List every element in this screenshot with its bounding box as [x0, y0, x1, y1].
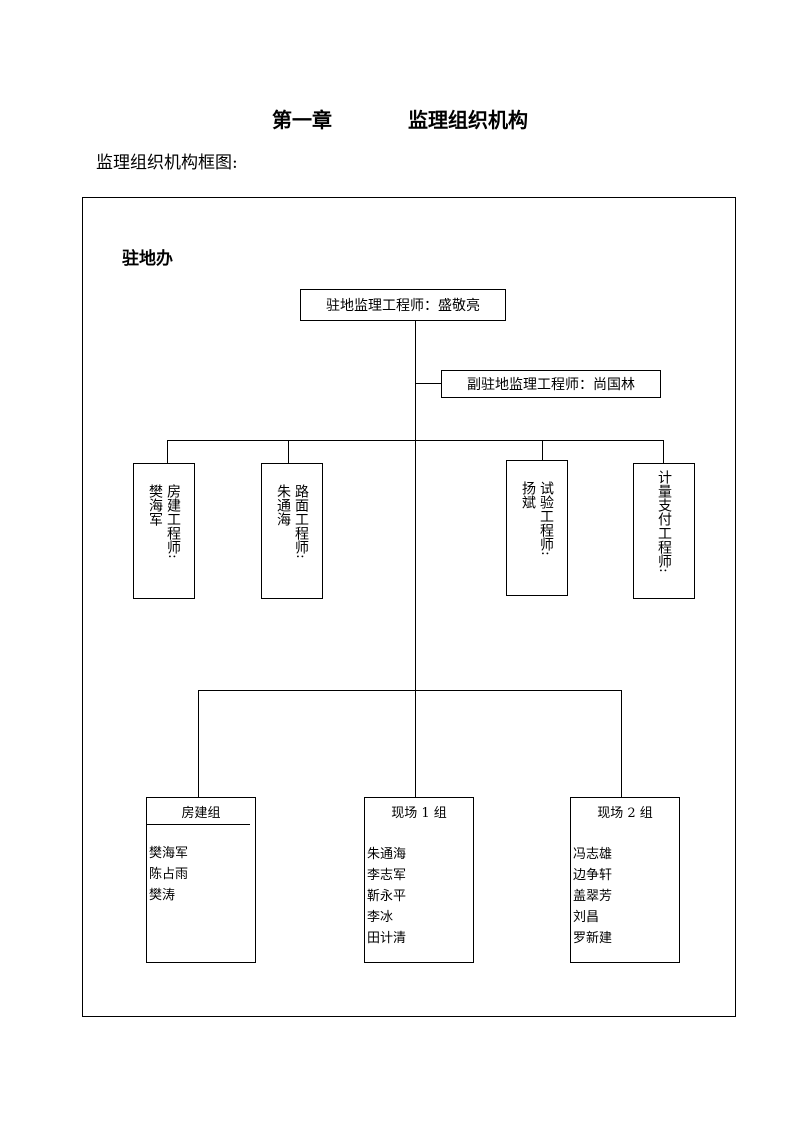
group-members: 朱通海 李志军 靳永平 李冰 田计清: [365, 824, 473, 949]
member: 罗新建: [573, 931, 613, 946]
member: 李志军: [367, 868, 407, 883]
group-box-building: 房建组 樊海军 陈占雨 樊涛: [146, 797, 256, 963]
engineer-role: 房建工程师:: [165, 484, 181, 559]
office-label: 驻地办: [122, 249, 173, 269]
eng-drop-3: [542, 440, 543, 460]
engineer-role: 计量支付工程师:: [656, 470, 672, 573]
member: 樊涛: [149, 888, 176, 903]
deputy-engineer-box: 副驻地监理工程师：尚国林: [441, 370, 661, 398]
group-members: 樊海军 陈占雨 樊涛: [147, 825, 255, 906]
group-drop-1: [198, 690, 199, 798]
engineer-box-pavement: 路面工程师: 朱通海: [261, 463, 323, 599]
chief-engineer-label: 驻地监理工程师：盛敬亮: [326, 298, 480, 314]
group-title: 房建组: [181, 805, 221, 821]
groups-bus-line: [198, 690, 622, 691]
group-title: 现场 1 组: [391, 805, 447, 821]
eng-drop-2: [288, 440, 289, 463]
member: 刘昌: [573, 910, 600, 925]
chief-engineer-box: 驻地监理工程师：盛敬亮: [300, 289, 506, 321]
diagram-caption: 监理组织机构框图:: [96, 153, 238, 173]
member: 田计清: [367, 931, 407, 946]
member: 朱通海: [367, 847, 407, 862]
group-box-site-2: 现场 2 组 冯志雄 边争轩 盖翠芳 刘昌 罗新建: [570, 797, 680, 963]
engineer-name: 樊海军: [147, 484, 163, 526]
group-box-site-1: 现场 1 组 朱通海 李志军 靳永平 李冰 田计清: [364, 797, 474, 963]
engineer-name: 扬斌: [520, 481, 536, 509]
engineer-box-building: 房建工程师: 樊海军: [133, 463, 195, 599]
group-drop-3: [621, 690, 622, 798]
group-title: 现场 2 组: [597, 805, 653, 821]
engineers-bus-line: [167, 440, 664, 441]
deputy-branch-line: [415, 383, 442, 384]
org-chart-frame: [82, 197, 736, 1017]
main-trunk-line: [415, 320, 416, 798]
deputy-engineer-label: 副驻地监理工程师：尚国林: [467, 377, 635, 393]
group-divider: [147, 824, 250, 825]
chapter-number: 第一章: [272, 108, 332, 132]
engineer-box-measurement: 计量支付工程师:: [633, 463, 695, 599]
member: 盖翠芳: [573, 889, 613, 904]
member: 边争轩: [573, 868, 613, 883]
engineer-box-testing: 试验工程师: 扬斌: [506, 460, 568, 596]
member: 李冰: [367, 910, 394, 925]
chapter-heading: 第一章 监理组织机构: [0, 104, 800, 133]
engineer-role: 试验工程师:: [538, 481, 554, 556]
engineer-role: 路面工程师:: [293, 484, 309, 559]
member: 靳永平: [367, 889, 407, 904]
eng-drop-1: [167, 440, 168, 463]
group-members: 冯志雄 边争轩 盖翠芳 刘昌 罗新建: [571, 824, 679, 949]
member: 樊海军: [149, 846, 189, 861]
chapter-title: 监理组织机构: [408, 108, 528, 132]
eng-drop-4: [663, 440, 664, 463]
member: 冯志雄: [573, 847, 613, 862]
member: 陈占雨: [149, 867, 189, 882]
engineer-name: 朱通海: [275, 484, 291, 526]
